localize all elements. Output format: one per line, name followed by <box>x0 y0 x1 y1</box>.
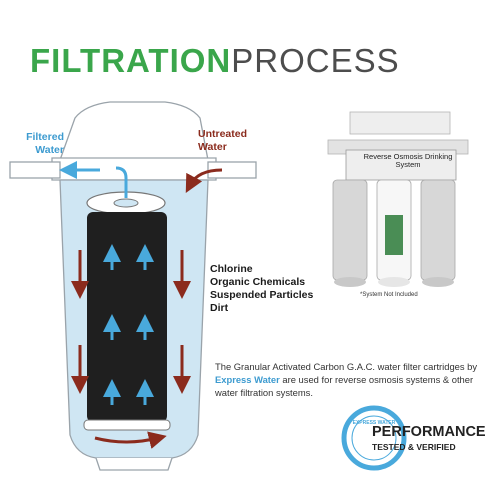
title-bold: FILTRATION <box>30 42 232 79</box>
performance-badge <box>341 405 407 471</box>
clean-flow-arrows <box>103 244 154 405</box>
contaminant-list: Chlorine Organic Chemicals Suspended Par… <box>210 263 313 315</box>
title-normal: PROCESS <box>231 42 400 79</box>
untreated-water-label: Untreated Water <box>198 128 248 153</box>
description-before: The Granular Activated Carbon G.A.C. wat… <box>215 361 478 372</box>
brand-name: Express Water <box>215 374 280 385</box>
description-after: are used for reverse osmosis systems & o… <box>215 374 474 398</box>
carbon-cartridge <box>83 191 171 431</box>
description: The Granular Activated Carbon G.A.C. wat… <box>215 360 487 399</box>
ro-panel-text: Reverse Osmosis Drinking System <box>363 152 453 169</box>
contaminant-item: Suspended Particles <box>210 289 314 301</box>
system-note: *System Not Included <box>360 292 418 298</box>
badge-ring-text: EXPRESS WATER <box>352 420 396 426</box>
contaminant-item: Dirt <box>210 302 229 314</box>
untreated-inflow <box>71 168 223 449</box>
contaminant-item: Organic Chemicals <box>210 276 306 288</box>
filtered-outflow <box>59 161 128 198</box>
ro-system-illustration <box>327 111 469 287</box>
contaminant-item: Chlorine <box>210 263 253 275</box>
badge-line1: PERFORMANCE <box>372 424 486 440</box>
filtered-water-label: Filtered Water <box>26 131 64 156</box>
page-title: FILTRATIONPROCESS <box>30 42 400 80</box>
housing-cap <box>51 101 217 181</box>
badge-line2: TESTED & VERIFIED <box>372 442 456 452</box>
